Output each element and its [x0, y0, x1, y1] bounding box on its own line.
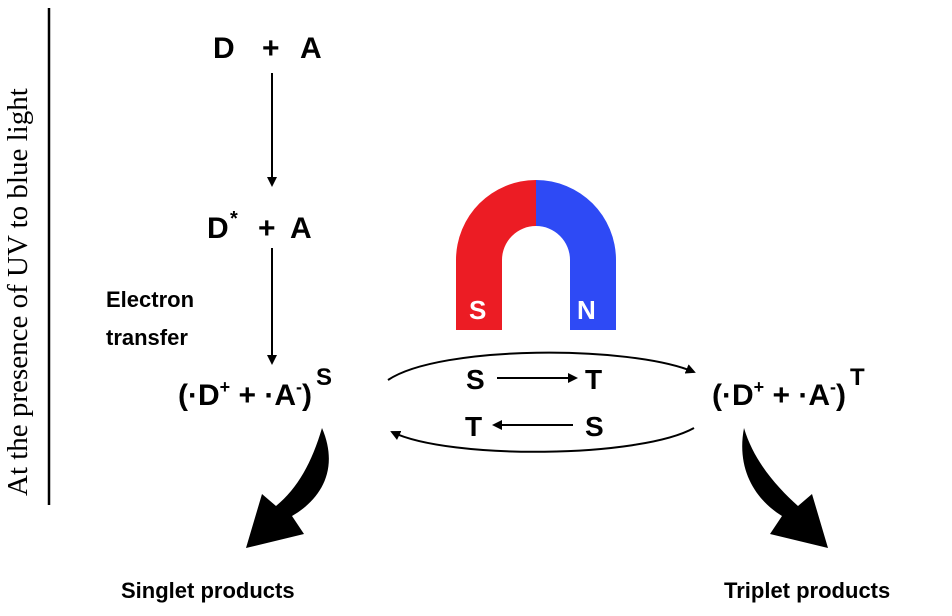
excited-state-formula: D * + A: [207, 199, 312, 245]
singlet-product-arrow-icon: [246, 428, 329, 548]
forward-to-label: T: [585, 364, 602, 395]
side-label: At the presence of UV to blue light: [2, 88, 34, 496]
triplet-products-label: Triplet products: [724, 578, 890, 603]
forward-from-label: S: [466, 364, 485, 395]
singlet-to-triplet-curve: [387, 351, 696, 381]
triplet-to-singlet-curve: [390, 427, 695, 453]
singlet-radical-pair: (·D+ + ·A-)S: [178, 364, 332, 412]
magnet-north-pole: [536, 180, 616, 330]
magnet-south-label: S: [469, 295, 486, 325]
backward-from-label: S: [585, 411, 604, 442]
triplet-radical-pair: (·D+ + ·A-)T: [712, 364, 865, 412]
magnet-south-pole: [456, 180, 536, 330]
electron-transfer-label: Electron transfer: [106, 287, 200, 350]
backward-to-label: T: [465, 411, 482, 442]
horseshoe-magnet-icon: S N: [456, 180, 616, 330]
triplet-product-arrow-icon: [742, 428, 828, 548]
ground-state-formula: D + A: [213, 32, 322, 65]
singlet-products-label: Singlet products: [121, 578, 295, 603]
magnet-north-label: N: [577, 295, 596, 325]
